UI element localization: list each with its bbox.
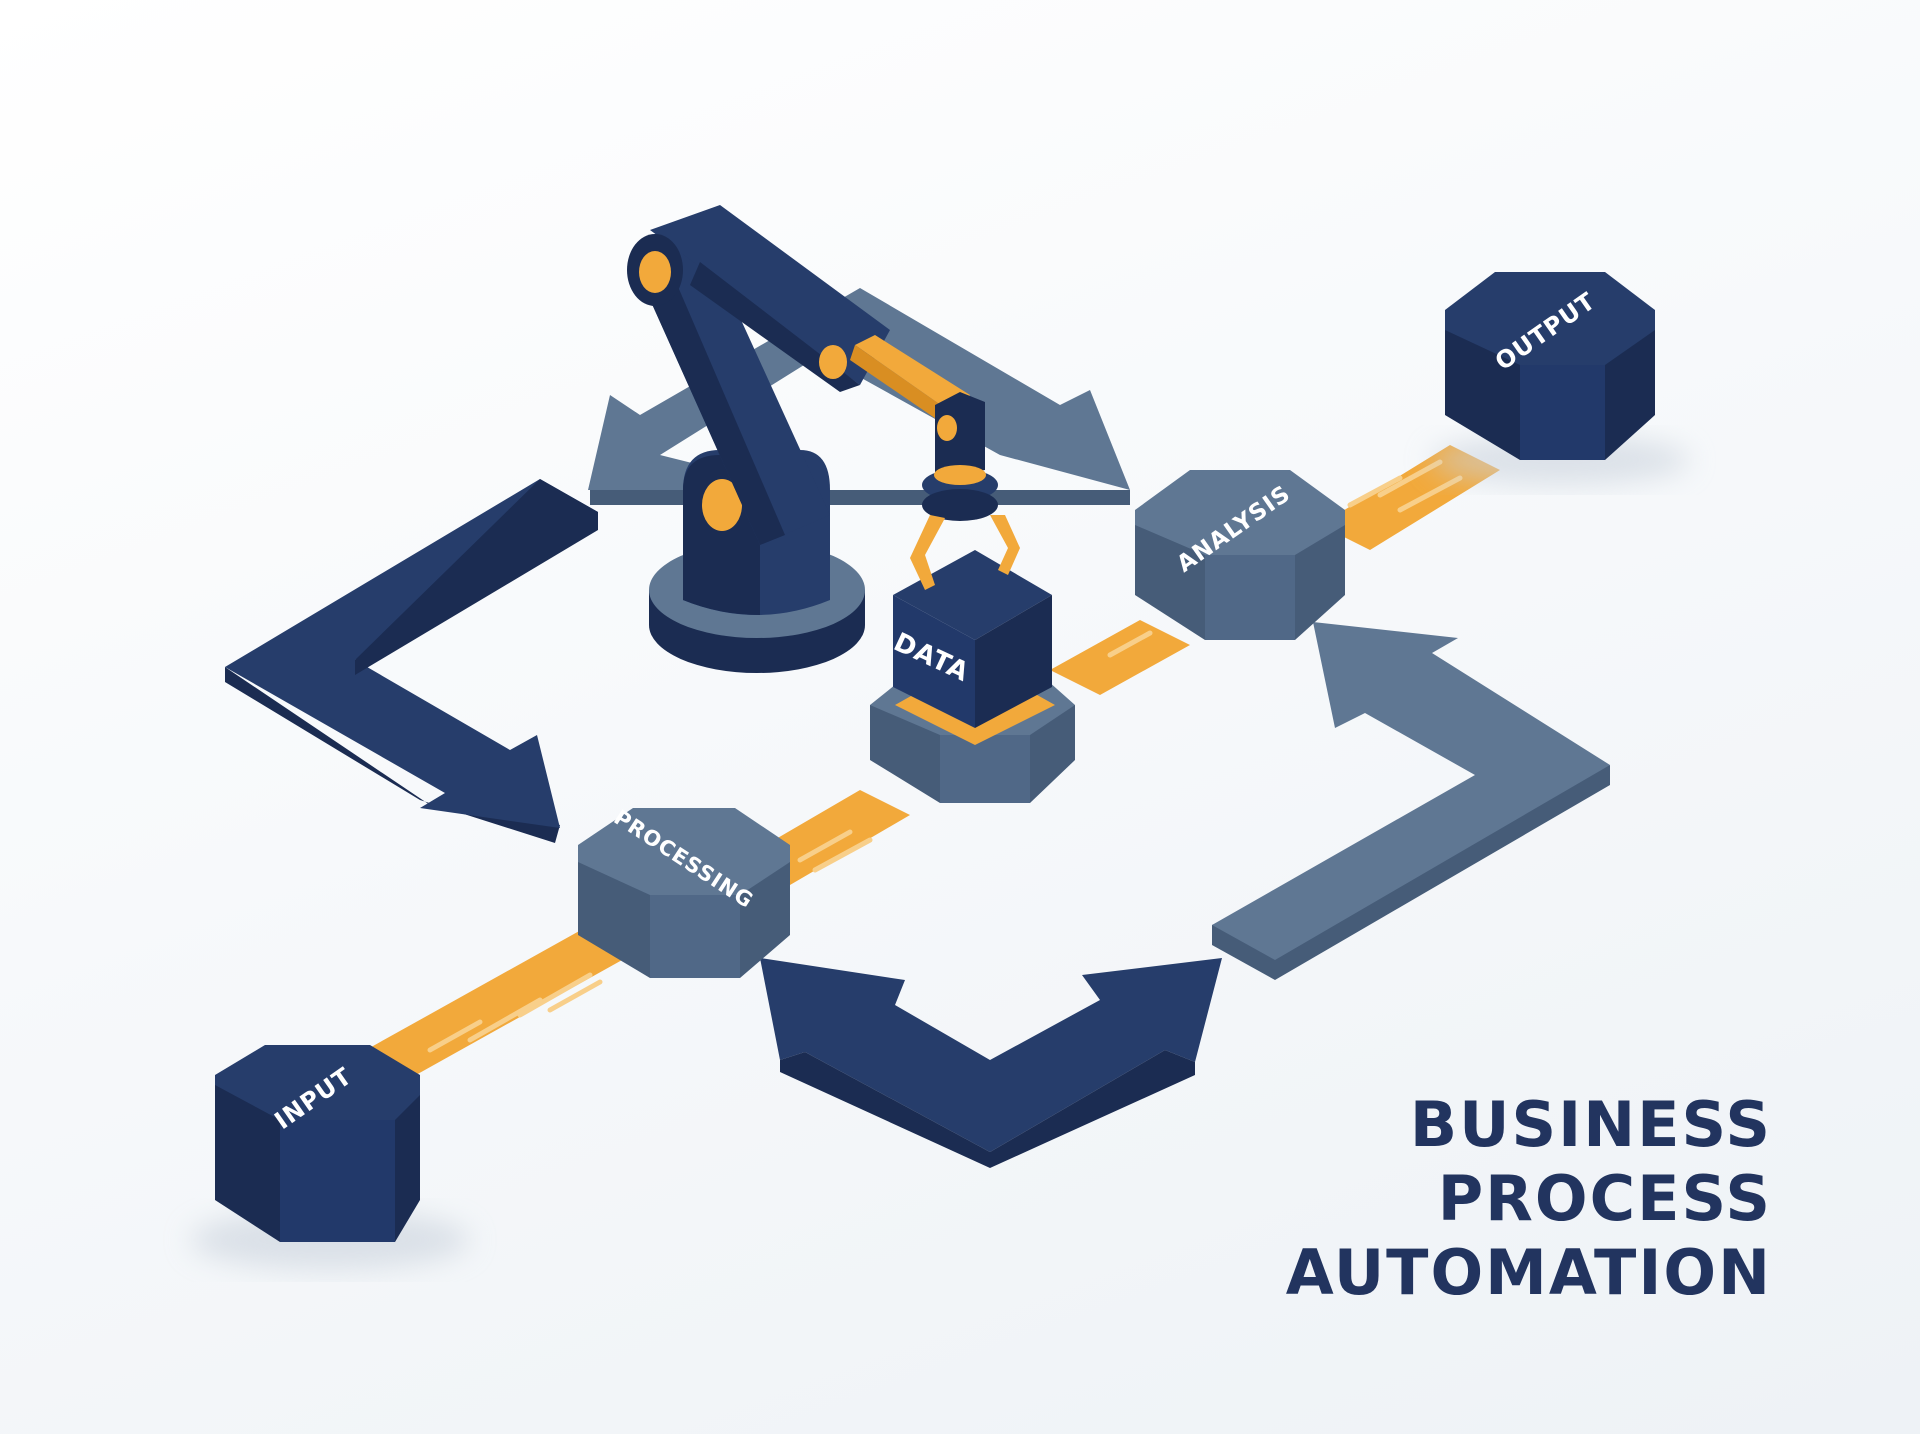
node-processing[interactable]: PROCESSING: [578, 805, 790, 978]
title-line-3: AUTOMATION: [1285, 1236, 1772, 1309]
arrow-left-to-processing-icon: [225, 479, 598, 843]
conveyor-track: [330, 445, 1500, 1095]
node-input[interactable]: INPUT: [190, 1045, 470, 1270]
node-output[interactable]: OUTPUT: [1430, 272, 1690, 485]
arrow-right-to-analysis-icon: [1212, 622, 1610, 980]
title-line-1: BUSINESS: [1409, 1088, 1772, 1161]
robot-arm-icon: [627, 205, 1020, 673]
node-analysis[interactable]: ANALYSIS: [1135, 470, 1345, 640]
title-line-2: PROCESS: [1437, 1162, 1772, 1235]
page-title: BUSINESS PROCESS AUTOMATION: [1286, 1088, 1772, 1310]
arrow-double-bottom-icon: [760, 958, 1222, 1168]
node-data[interactable]: DATA: [870, 550, 1075, 803]
